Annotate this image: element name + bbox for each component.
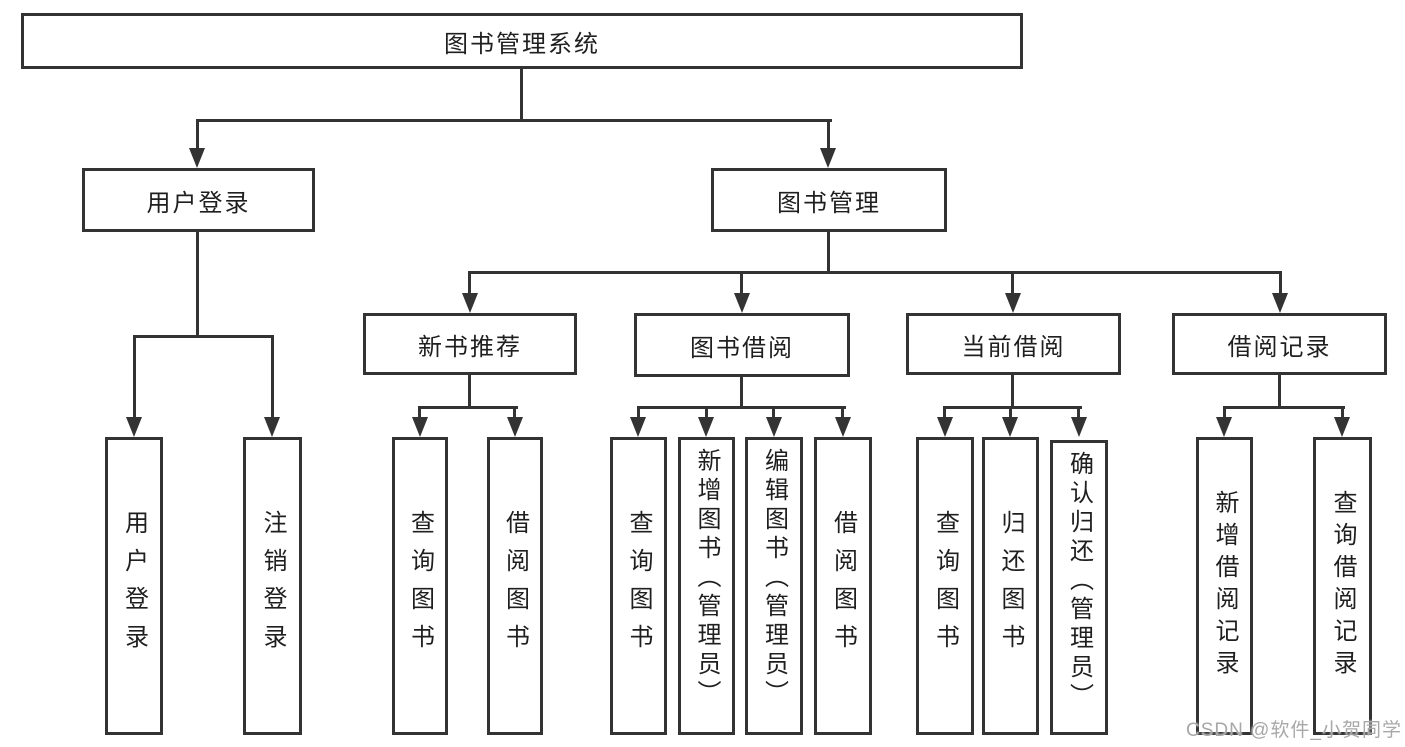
connector-borrow-hbar	[637, 406, 846, 409]
node-label: 图书管理系统	[444, 30, 600, 58]
node-label: 图书管理	[777, 189, 881, 217]
arrow-down-icon	[1272, 293, 1288, 313]
leaf-query-books-current: 查询图书	[916, 437, 974, 735]
leaf-user-login: 用户登录	[105, 437, 163, 735]
node-label: 新增图书（管理员）	[693, 448, 720, 709]
node-label: 借阅记录	[1227, 333, 1332, 361]
arrow-down-icon	[1002, 417, 1018, 437]
connector-stem	[943, 406, 946, 420]
leaf-add-borrow-record: 新增借阅记录	[1196, 437, 1253, 735]
node-label: 查询图书	[625, 510, 652, 662]
arrow-down-icon	[820, 148, 836, 168]
connector-current-stub	[1011, 373, 1014, 409]
connector-recommend-hbar	[418, 406, 518, 409]
leaf-query-books-recommend: 查询图书	[392, 437, 448, 735]
leaf-query-books-borrow: 查询图书	[610, 437, 667, 735]
arrow-down-icon	[835, 417, 851, 437]
connector-level2-hbar	[468, 271, 1282, 274]
connector-stem	[271, 335, 274, 419]
node-label: 查询借阅记录	[1329, 490, 1356, 682]
arrow-down-icon	[1216, 417, 1232, 437]
arrow-down-icon	[630, 417, 646, 437]
connector-level1-hbar	[196, 119, 832, 122]
leaf-confirm-return-admin: 确认归还（管理员）	[1050, 440, 1108, 735]
connector-stem	[1009, 406, 1012, 420]
arrow-down-icon	[1334, 417, 1350, 437]
node-book-management-branch: 图书管理	[711, 168, 947, 232]
node-label: 编辑图书（管理员）	[760, 448, 788, 709]
node-current-borrow: 当前借阅	[906, 313, 1121, 375]
arrow-down-icon	[698, 417, 714, 437]
connector-stem	[418, 406, 421, 420]
connector-stem	[1011, 271, 1014, 295]
connector-root-stub	[520, 69, 523, 122]
node-label: 查询图书	[931, 510, 959, 662]
connector-stem	[705, 406, 708, 420]
connector-stem	[827, 119, 830, 150]
leaf-borrow-books: 借阅图书	[814, 437, 872, 735]
connector-stem	[637, 406, 640, 420]
connector-stem	[841, 406, 844, 420]
csdn-watermark: CSDN @软件_小贺同学	[1186, 720, 1402, 741]
connector-stem	[1279, 271, 1282, 295]
arrow-down-icon	[462, 293, 478, 313]
connector-stem	[740, 271, 743, 295]
connector-user-login-hbar	[133, 335, 274, 338]
arrow-down-icon	[189, 148, 205, 168]
node-new-book-recommend: 新书推荐	[363, 313, 577, 375]
connector-stem	[196, 119, 199, 150]
leaf-borrow-books-recommend: 借阅图书	[487, 437, 543, 735]
node-label: 图书借阅	[690, 334, 794, 362]
node-label: 用户登录	[120, 510, 148, 662]
connector-stem	[1223, 406, 1226, 420]
connector-records-stub	[1278, 373, 1281, 409]
leaf-return-books: 归还图书	[982, 437, 1039, 735]
connector-recommend-stub	[468, 373, 471, 409]
arrow-down-icon	[1071, 417, 1087, 437]
node-label: 注销登录	[259, 510, 286, 662]
node-label: 确认归还（管理员）	[1065, 451, 1093, 712]
arrow-down-icon	[937, 417, 953, 437]
node-user-login-branch: 用户登录	[82, 168, 315, 232]
connector-user-login-stub	[196, 230, 199, 338]
node-label: 当前借阅	[961, 333, 1066, 361]
arrow-down-icon	[126, 417, 142, 437]
arrow-down-icon	[264, 417, 280, 437]
node-label: 查询图书	[406, 510, 434, 662]
node-label: 借阅图书	[501, 510, 529, 662]
node-label: 归还图书	[997, 510, 1024, 662]
leaf-add-books-admin: 新增图书（管理员）	[678, 437, 735, 735]
node-label: 用户登录	[146, 189, 251, 217]
node-label: 借阅图书	[829, 510, 857, 662]
connector-stem	[1341, 406, 1344, 420]
connector-book-mgmt-stub	[827, 230, 830, 274]
connector-stem	[513, 406, 516, 420]
node-borrow-records: 借阅记录	[1172, 313, 1387, 375]
arrow-down-icon	[734, 293, 750, 313]
connector-stem	[133, 335, 136, 419]
leaf-query-borrow-record: 查询借阅记录	[1313, 437, 1372, 735]
connector-borrow-stub	[740, 375, 743, 409]
arrow-down-icon	[507, 417, 523, 437]
connector-stem	[772, 406, 775, 420]
connector-stem	[1077, 406, 1080, 420]
leaf-edit-books-admin: 编辑图书（管理员）	[745, 437, 803, 735]
node-label: 新书推荐	[418, 333, 522, 361]
node-library-management-system: 图书管理系统	[21, 13, 1023, 69]
node-book-borrow: 图书借阅	[634, 313, 850, 377]
arrow-down-icon	[766, 417, 782, 437]
node-label: 新增借阅记录	[1211, 490, 1238, 682]
arrow-down-icon	[412, 417, 428, 437]
arrow-down-icon	[1005, 293, 1021, 313]
leaf-logout: 注销登录	[243, 437, 302, 735]
connector-current-hbar	[943, 406, 1082, 409]
connector-stem	[468, 271, 471, 295]
connector-records-hbar	[1223, 406, 1345, 409]
